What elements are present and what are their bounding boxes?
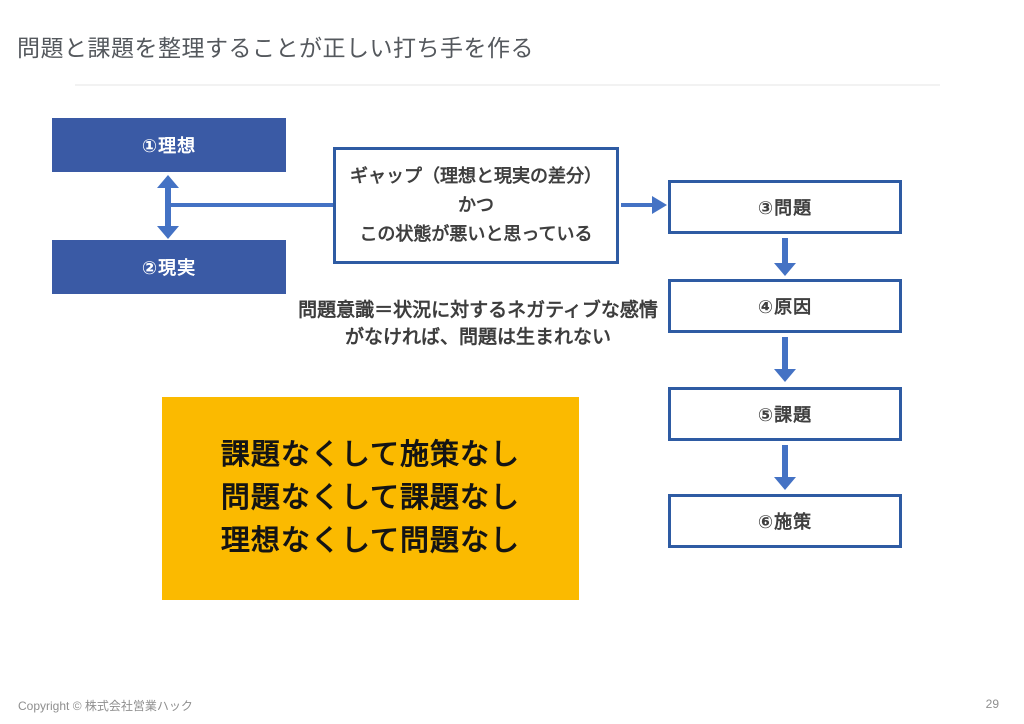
highlight-line2: 問題なくして課題なし	[220, 482, 521, 514]
double-arrow-down-icon	[157, 226, 179, 239]
footer-copyright: Copyright © 株式会社営業ハック	[18, 699, 193, 713]
title-divider	[75, 84, 940, 86]
ideal-box: ①理想	[52, 118, 286, 172]
down-arrow-icon	[774, 477, 796, 490]
awareness-note-line2: がなければ、問題は生まれない	[344, 327, 611, 348]
highlight-box: 課題なくして施策なし 問題なくして課題なし 理想なくして問題なし	[162, 397, 579, 600]
down-arrow-shaft	[782, 238, 788, 264]
highlight-line3: 理想なくして問題なし	[220, 525, 521, 557]
gap-box-line3: この状態が悪いと思っている	[359, 224, 593, 244]
down-arrow-icon	[774, 369, 796, 382]
gap-box-line2: かつ	[458, 195, 494, 215]
slide-title: 問題と課題を整理することが正しい打ち手を作る	[17, 35, 534, 61]
reality-box: ②現実	[52, 240, 286, 294]
down-arrow-shaft	[782, 445, 788, 478]
double-arrow-shaft	[165, 186, 171, 228]
right-arrow-icon	[652, 196, 667, 214]
issue-box: ⑤課題	[668, 387, 902, 441]
problem-box: ③問題	[668, 180, 902, 234]
down-arrow-shaft	[782, 337, 788, 370]
measure-box: ⑥施策	[668, 494, 902, 548]
right-arrow-shaft	[621, 203, 654, 207]
awareness-note: 問題意識＝状況に対するネガティブな感情 がなければ、問題は生まれない	[268, 297, 688, 351]
gap-connector-line	[168, 203, 333, 207]
double-arrow-up-icon	[157, 175, 179, 188]
highlight-line1: 課題なくして施策なし	[220, 439, 521, 471]
gap-box: ギャップ（理想と現実の差分） かつ この状態が悪いと思っている	[333, 147, 619, 264]
down-arrow-icon	[774, 263, 796, 276]
gap-box-line1: ギャップ（理想と現実の差分）	[350, 166, 602, 186]
awareness-note-line1: 問題意識＝状況に対するネガティブな感情	[298, 300, 658, 321]
cause-box: ④原因	[668, 279, 902, 333]
page-number: 29	[985, 697, 999, 711]
